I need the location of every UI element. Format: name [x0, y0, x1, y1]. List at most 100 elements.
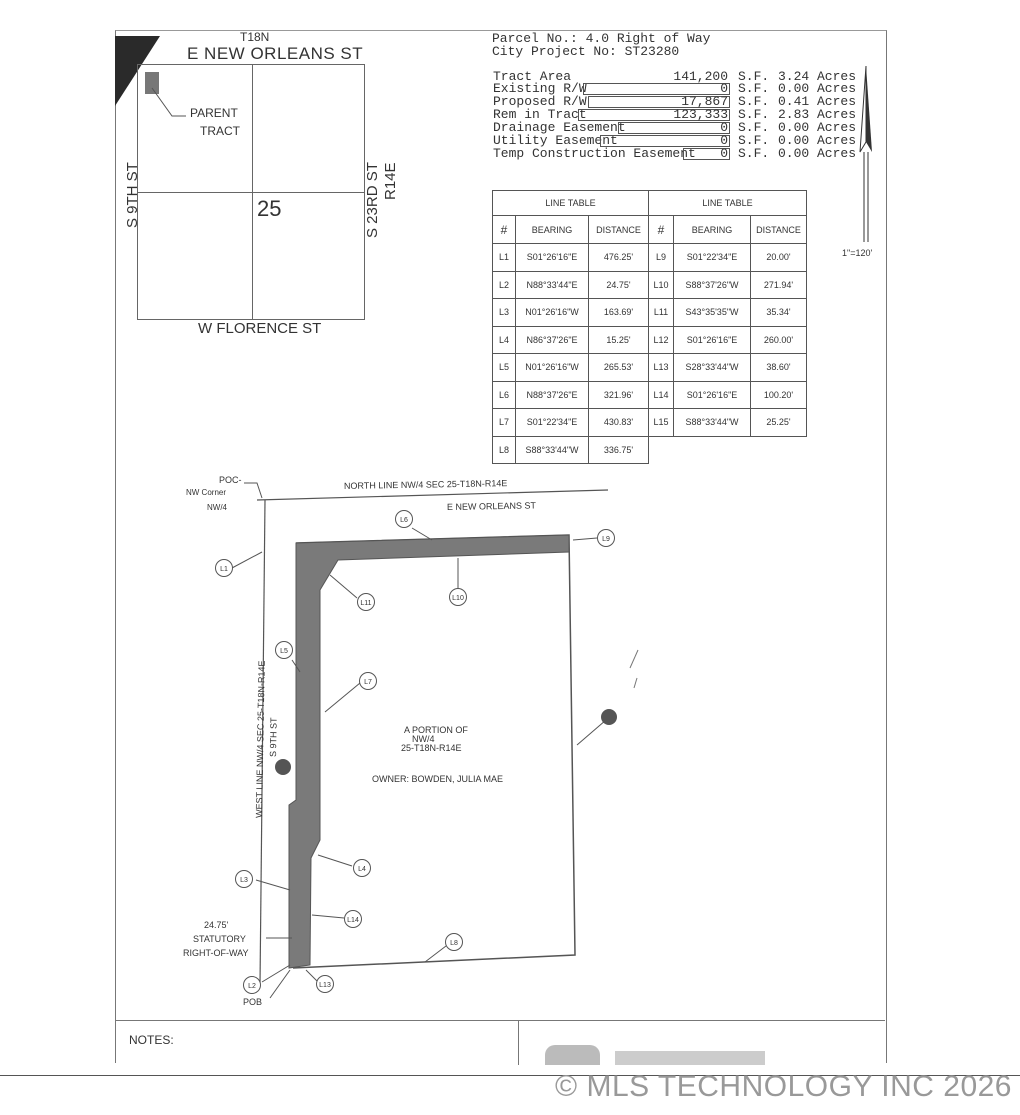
area-row-value-box	[683, 148, 730, 160]
township-label: T18N	[240, 30, 270, 44]
section-number: 25	[257, 196, 282, 221]
area-row-label: Drainage Easement	[493, 120, 626, 135]
area-row-label: Proposed R/W	[493, 94, 587, 109]
line-bearing: S88°33'44"W	[515, 435, 589, 464]
parent-tract-label-1: PARENT	[190, 106, 238, 120]
area-row-acres: 0.41 Acres	[778, 94, 857, 109]
col-distance: DISTANCE	[750, 215, 807, 244]
callout-circle	[357, 593, 375, 611]
area-row-value: 123,333	[673, 107, 728, 122]
col-bearing: BEARING	[515, 215, 589, 244]
area-row-value-box	[618, 122, 730, 134]
drawing-sheet-frame	[115, 30, 887, 1063]
survey-marker-dot	[275, 759, 291, 775]
area-row: Tract Area 141,200 S.F. 3.24 Acres	[493, 69, 856, 84]
line-distance: 271.94'	[750, 270, 807, 299]
parent-tract-leader	[151, 87, 186, 117]
line-distance: 25.25'	[750, 408, 807, 437]
callout-label: L14	[347, 917, 359, 924]
callout-circle	[316, 975, 334, 993]
line-id: L6	[492, 380, 516, 409]
pob-label: POB	[243, 997, 262, 1007]
callout-label: L1	[220, 566, 228, 573]
area-row-acres: 3.24 Acres	[778, 69, 857, 84]
callout-label: L9	[602, 536, 610, 543]
area-row-unit: S.F.	[738, 81, 770, 96]
line-id: L13	[648, 353, 674, 382]
plan-west-street: S 9TH ST	[268, 717, 279, 757]
area-row-value: 0	[720, 133, 728, 148]
callout-circle	[395, 510, 413, 528]
line-table-title: LINE TABLE	[492, 190, 649, 216]
vicinity-south-street: W FLORENCE ST	[198, 320, 322, 337]
line-distance: 260.00'	[750, 325, 807, 354]
callout-label: L10	[452, 595, 464, 602]
north-arrow-icon	[859, 65, 872, 242]
callout-label: L3	[240, 877, 248, 884]
area-row-value-box	[583, 83, 730, 95]
callout-circle	[243, 976, 261, 994]
area-row-value: 0	[720, 146, 728, 161]
firm-logo	[545, 1045, 600, 1065]
row-right-of-way-label: RIGHT-OF-WAY	[183, 948, 249, 958]
plan-north-street: E NEW ORLEANS ST	[447, 500, 537, 512]
line-distance: 24.75'	[588, 270, 649, 299]
area-row-label: Utility Easement	[493, 133, 618, 148]
area-row-unit: S.F.	[738, 69, 770, 84]
west-section-line	[259, 499, 266, 986]
callout-circle	[275, 641, 293, 659]
callout-circle	[445, 933, 463, 951]
scale-label: 1"=120'	[842, 248, 873, 258]
area-row-value: 0	[720, 120, 728, 135]
line-bearing: S88°33'44"W	[673, 408, 751, 437]
line-distance: 336.75'	[588, 435, 649, 464]
area-row-value: 0	[720, 81, 728, 96]
owner-label: OWNER: BOWDEN, JULIA MAE	[372, 774, 503, 784]
area-row-label: Existing R/W	[493, 81, 587, 96]
poc-label: POC-	[219, 475, 242, 485]
poc-nw-corner: NW Corner	[186, 488, 226, 497]
area-row-unit: S.F.	[738, 133, 770, 148]
callout-circle	[215, 559, 233, 577]
callout-label: L6	[400, 517, 408, 524]
callout-label: L5	[280, 648, 288, 655]
callout-circle	[353, 859, 371, 877]
notes-label: NOTES:	[129, 1033, 174, 1047]
footer-rule	[0, 1075, 1020, 1076]
line-id: L10	[648, 270, 674, 299]
poc-nw4: NW/4	[207, 503, 228, 512]
portion-label-2: NW/4	[412, 734, 435, 744]
area-row: Proposed R/W 17,867 S.F. 0.41 Acres	[493, 94, 856, 109]
callout-circle	[449, 588, 467, 606]
line-distance: 38.60'	[750, 353, 807, 382]
area-row-label: Tract Area	[493, 69, 572, 84]
copyright-watermark: © MLS TECHNOLOGY INC 2026	[555, 1070, 1012, 1103]
line-id: L11	[648, 298, 674, 327]
area-row-value: 17,867	[681, 94, 728, 109]
line-bearing: N88°37'26"E	[515, 380, 589, 409]
area-row-unit: S.F.	[738, 120, 770, 135]
line-bearing: S01°22'34"E	[673, 243, 751, 272]
line-bearing: S01°26'16"E	[673, 325, 751, 354]
callout-circle	[235, 870, 253, 888]
callout-label: L11	[360, 600, 371, 607]
callout-circle	[597, 529, 615, 547]
area-row-unit: S.F.	[738, 146, 770, 161]
area-row-value: 141,200	[673, 69, 728, 84]
callout-circle	[344, 910, 362, 928]
parcel-number: Parcel No.: 4.0 Right of Way	[492, 31, 711, 46]
callout-label: L2	[248, 983, 256, 990]
area-row-acres: 0.00 Acres	[778, 146, 857, 161]
vicinity-map-hline	[137, 192, 365, 193]
area-row-unit: S.F.	[738, 94, 770, 109]
